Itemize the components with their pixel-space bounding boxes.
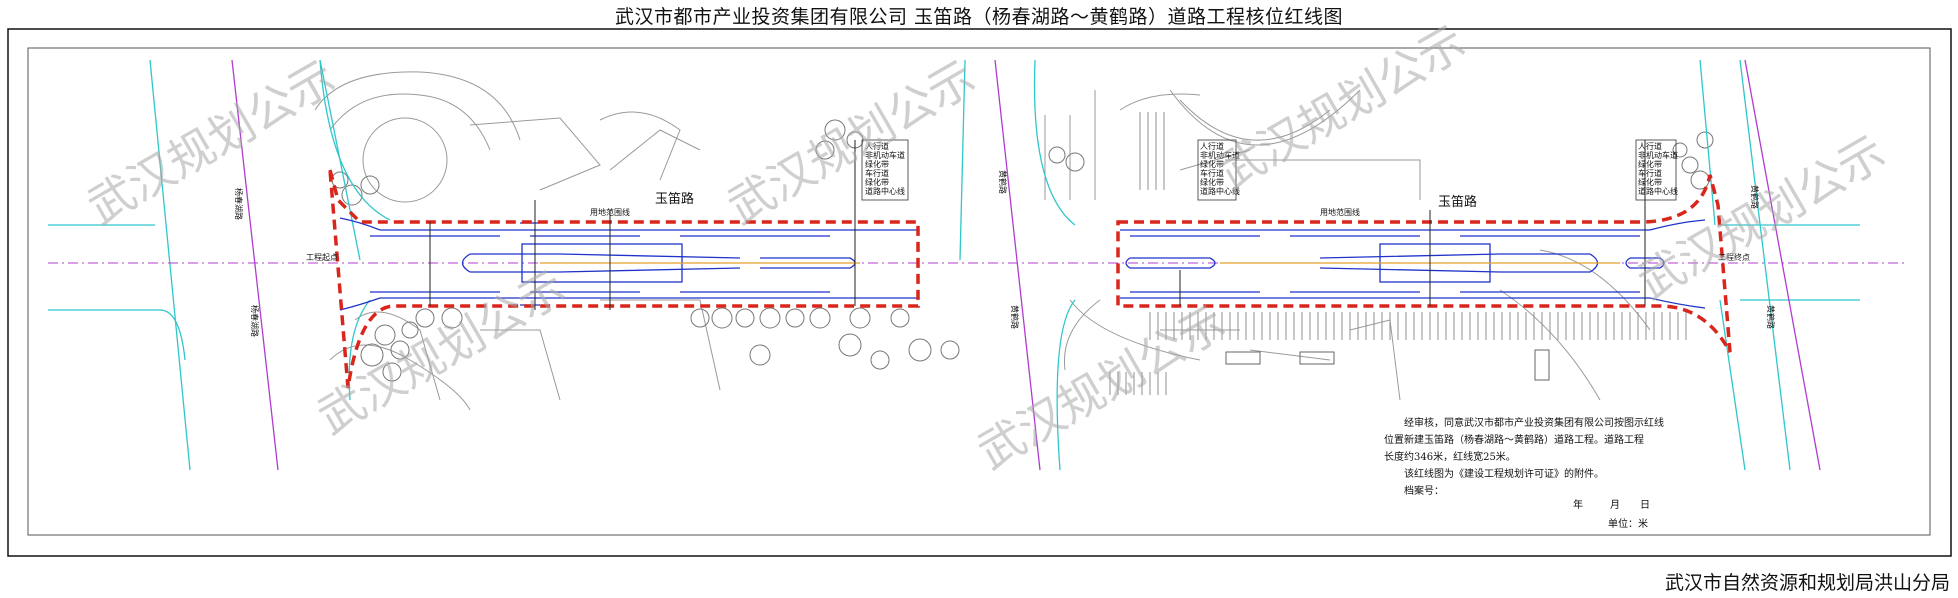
- approval-line: 长度约346米，红线宽25米。: [1384, 450, 1516, 463]
- road-name-label: 玉笛路: [655, 191, 694, 207]
- cross-section-legend-west: 人行道 非机动车道 绿化带 车行道 绿化带 道路中心线: [861, 139, 909, 201]
- end-point-label: 工程终点: [1718, 252, 1750, 262]
- tree-symbols: [331, 119, 1714, 382]
- approval-line: 该红线图为《建设工程规划许可证》的附件。: [1404, 467, 1604, 480]
- approval-line: 位置新建玉笛路（杨春湖路～黄鹤路）道路工程。道路工程: [1384, 433, 1644, 446]
- date-year-label: 年: [1573, 498, 1583, 511]
- legend-item: 绿化带: [865, 177, 889, 187]
- approval-note: 经审核，同意武汉市都市产业投资集团有限公司按图示红线 位置新建玉笛路（杨春湖路～…: [1384, 416, 1664, 530]
- cross-section-legend-middle: 人行道 非机动车道 绿化带 车行道 绿化带 道路中心线: [1197, 139, 1240, 201]
- stake-lines: [429, 140, 1646, 310]
- drawing-title: 武汉市都市产业投资集团有限公司 玉笛路（杨春湖路～黄鹤路）道路工程核位红线图: [614, 6, 1344, 28]
- red-line-boundary-west: [328, 169, 920, 389]
- road-segment-east: [1120, 219, 1706, 309]
- building-hatching: [1109, 112, 1687, 395]
- legend-item: 道路中心线: [865, 186, 905, 196]
- start-point-label: 工程起点: [306, 253, 338, 262]
- cross-road-huanghe: [959, 59, 1860, 471]
- date-month-label: 月: [1610, 499, 1620, 511]
- outer-frame: [7, 28, 1952, 557]
- inner-frame: [27, 47, 1931, 536]
- legend-item: 绿化带: [1638, 159, 1662, 169]
- watermark-text: 武汉规划公示: [1209, 15, 1475, 200]
- legend-item: 道路中心线: [1638, 186, 1678, 196]
- legend-item: 人行道: [1200, 141, 1224, 151]
- cross-road-yangchunhu: [48, 59, 391, 471]
- watermark-text: 武汉规划公示: [719, 50, 985, 235]
- legend-item: 车行道: [1200, 168, 1224, 178]
- cross-road-label: 黄鹤路: [1750, 185, 1760, 209]
- cross-road-label: 杨春湖路: [234, 188, 244, 220]
- context-linework: [314, 71, 1651, 411]
- land-boundary-label: 用地范围线: [1320, 207, 1360, 217]
- legend-item: 绿化带: [1638, 177, 1662, 187]
- agency-name: 武汉市自然资源和规划局洪山分局: [1664, 572, 1950, 594]
- watermark-text: 武汉规划公示: [79, 50, 345, 235]
- archive-number-label: 档案号：: [1404, 484, 1444, 497]
- approval-line: 经审核，同意武汉市都市产业投资集团有限公司按图示红线: [1404, 416, 1664, 429]
- legend-item: 车行道: [865, 168, 889, 178]
- watermarks: 武汉规划公示 武汉规划公示 武汉规划公示 武汉规划公示 武汉规划公示 武汉规划公…: [79, 15, 1895, 480]
- cross-road-label: 黄鹤路: [1010, 305, 1020, 329]
- legend-item: 绿化带: [865, 159, 889, 169]
- legend-item: 非机动车道: [1200, 150, 1240, 160]
- road-name-label: 玉笛路: [1438, 194, 1477, 210]
- cross-road-label: 黄鹤路: [1766, 305, 1776, 329]
- legend-item: 人行道: [865, 141, 889, 151]
- legend-item: 车行道: [1638, 168, 1662, 178]
- legend-item: 人行道: [1638, 141, 1662, 151]
- watermark-text: 武汉规划公示: [969, 295, 1235, 480]
- cross-section-legend-east: 人行道 非机动车道 绿化带 车行道 绿化带 道路中心线: [1635, 139, 1678, 201]
- legend-item: 非机动车道: [1638, 150, 1678, 160]
- cross-road-label: 黄鹤路: [998, 170, 1008, 194]
- legend-item: 绿化带: [1200, 159, 1224, 169]
- watermark-text: 武汉规划公示: [309, 260, 575, 445]
- red-line-boundary-east: [1116, 174, 1732, 353]
- building-blocks: [1225, 349, 1550, 381]
- legend-item: 非机动车道: [865, 150, 905, 160]
- road-segment-west: [339, 217, 918, 311]
- land-boundary-label: 用地范围线: [590, 207, 630, 217]
- unit-label: 单位：米: [1608, 517, 1648, 530]
- cross-road-label: 杨春湖路: [250, 305, 260, 337]
- legend-item: 绿化带: [1200, 177, 1224, 187]
- legend-item: 道路中心线: [1200, 186, 1240, 196]
- date-day-label: 日: [1640, 500, 1650, 511]
